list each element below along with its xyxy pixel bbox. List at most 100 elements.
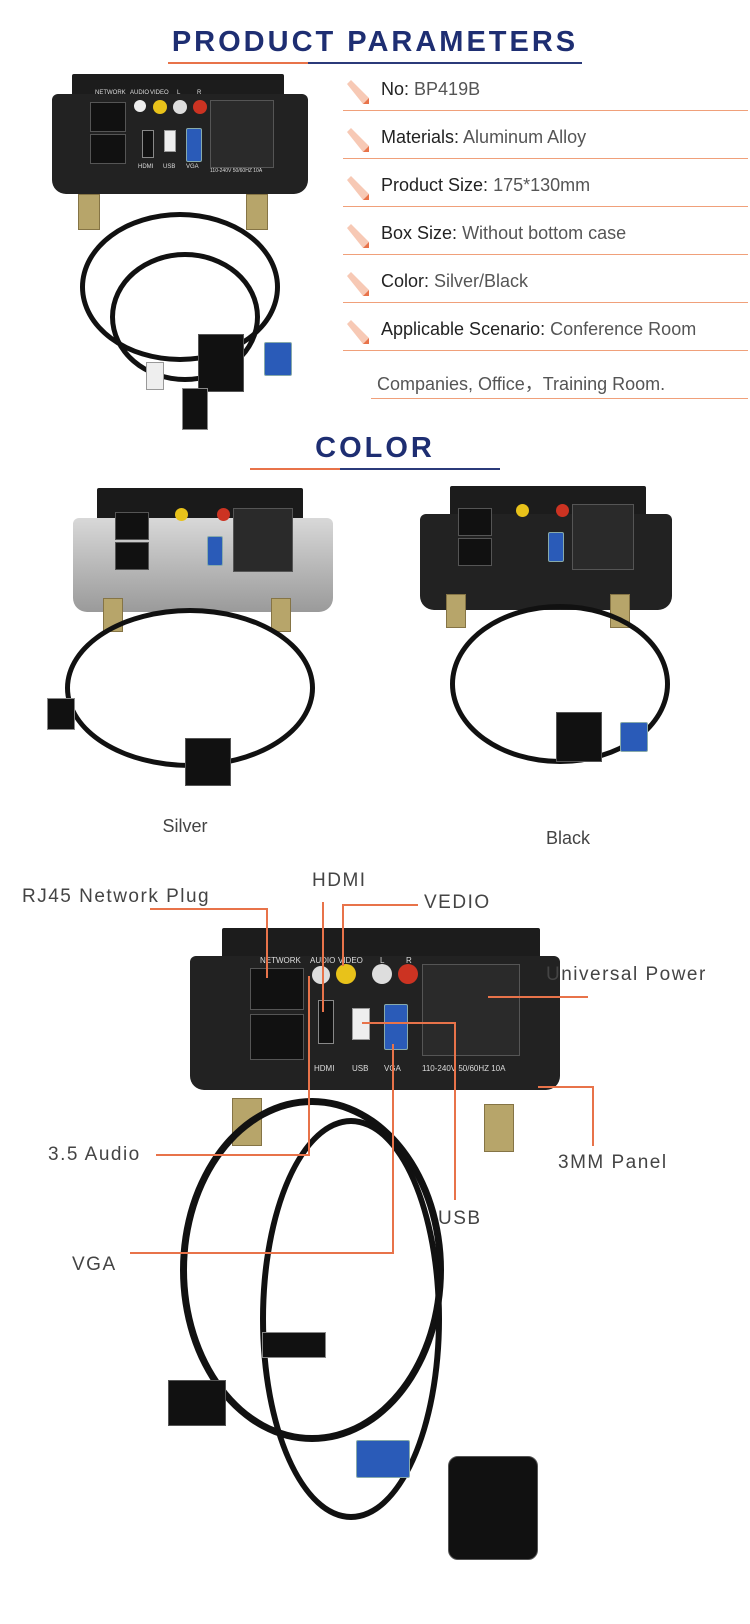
vga-connector [264,342,292,376]
product-photo-silver: Silver [45,488,333,836]
param-product-size: Product Size: 175*130mm [343,168,748,207]
diagram-audio-jack [312,966,330,984]
callout-universal-power: Universal Power [546,964,707,985]
diagram-l-label: L [380,956,385,965]
color-heading-text: COLOR [315,432,435,464]
pencil-icon [347,224,369,248]
usb-port [164,130,176,152]
callout-vedio: VEDIO [424,892,491,913]
param-label: Product Size: [381,175,489,195]
silver-video-rca [175,508,188,521]
pencil-icon [347,176,369,200]
diagram-bracket-right [484,1104,514,1152]
diagram-power-plug [448,1456,538,1560]
param-number: No: BP419B [343,72,748,111]
param-label: Box Size: [381,223,458,243]
diagram-usb-label: USB [352,1064,369,1073]
audio-jack [134,100,146,112]
usb-label: USB [163,164,176,170]
param-value: Aluminum Alloy [463,127,587,147]
black-rj45-1 [458,508,492,536]
param-value: Silver/Black [434,271,529,291]
rating-label: 110-240V 50/60HZ 10A [210,168,263,174]
diagram-rj45-2 [250,1014,304,1060]
silver-caption: Silver [162,816,208,836]
diagram-video-label: VIDEO [338,956,363,965]
network-label: NETWORK [95,90,126,96]
silver-r-rca [217,508,230,521]
diagram-vga-port [384,1004,408,1050]
diagram-video-rca [336,964,356,984]
diagram-cables-2 [260,1118,442,1520]
silver-hdmi-connector [47,698,75,730]
diagram-vga-connector [356,1440,410,1478]
bracket-right [246,194,268,230]
callout-usb: USB [438,1208,482,1229]
black-power [572,504,634,570]
black-vga [548,532,564,562]
diagram-rj45-1 [250,968,304,1010]
callout-audio: 3.5 Audio [48,1144,141,1165]
cable-bundle-2 [110,252,260,382]
black-power-plug [556,712,602,762]
param-color: Color: Silver/Black [343,264,748,303]
param-label: Applicable Scenario: [381,319,546,339]
diagram-rj45-connector [168,1380,226,1426]
callout-vga: VGA [72,1254,117,1275]
black-r-rca [556,504,569,517]
param-label: Color: [381,271,430,291]
pencil-icon [347,80,369,104]
hdmi-connector [182,388,208,430]
audio-label: AUDIO [130,90,150,96]
diagram-r-rca [398,964,418,984]
diagram-usb-port [352,1008,370,1040]
param-value: BP419B [414,79,481,99]
callout-diagram: NETWORK AUDIO VIDEO L R HDMI USB VGA 110… [0,868,750,1624]
diagram-hdmi-label: HDMI [314,1064,335,1073]
param-scenario-continued-text: Companies, Office，Training Room. [377,374,666,394]
r-label: R [197,90,202,96]
pencil-icon [347,272,369,296]
audio-r-rca [193,100,207,114]
parameters-heading: PRODUCT PARAMETERS [168,26,582,66]
vga-port [186,128,202,162]
rj45-port-1 [90,102,126,132]
silver-vga [207,536,223,566]
diagram-hdmi-connector [262,1332,326,1358]
diagram-network-label: NETWORK [260,956,301,965]
diagram-r-label: R [406,956,412,965]
usb-connector [146,362,164,390]
param-box-size: Box Size: Without bottom case [343,216,748,255]
callout-panel: 3MM Panel [558,1152,668,1173]
diagram-power-socket [422,964,520,1056]
silver-power-plug [185,738,231,786]
pencil-icon [347,320,369,344]
product-photo-main: NETWORK AUDIO VIDEO L R HDMI USB VGA 110… [50,72,320,452]
diagram-rating-label: 110-240V 50/60HZ 10A [422,1064,506,1073]
product-photo-black: Black [420,486,690,848]
black-bracket-left [446,594,466,628]
param-value: Conference Room [550,319,697,339]
param-scenario-continued: Companies, Office，Training Room. [371,364,748,399]
callout-hdmi: HDMI [312,870,367,891]
diagram-l-rca [372,964,392,984]
param-value: Without bottom case [462,223,627,243]
black-vga-connector [620,722,648,752]
pencil-icon [347,128,369,152]
vga-label: VGA [186,164,199,170]
rj45-port-2 [90,134,126,164]
audio-l-rca [173,100,187,114]
param-value: 175*130mm [493,175,591,195]
diagram-hdmi-port [318,1000,334,1044]
black-rj45-2 [458,538,492,566]
black-caption: Black [545,828,590,848]
param-label: Materials: [381,127,460,147]
black-video-rca [516,504,529,517]
silver-bracket-right [271,598,291,632]
video-label: VIDEO [150,90,169,96]
power-socket [210,100,274,168]
hdmi-port [142,130,154,158]
param-materials: Materials: Aluminum Alloy [343,120,748,159]
parameters-heading-text: PRODUCT PARAMETERS [171,26,579,58]
hdmi-label: HDMI [138,164,154,170]
